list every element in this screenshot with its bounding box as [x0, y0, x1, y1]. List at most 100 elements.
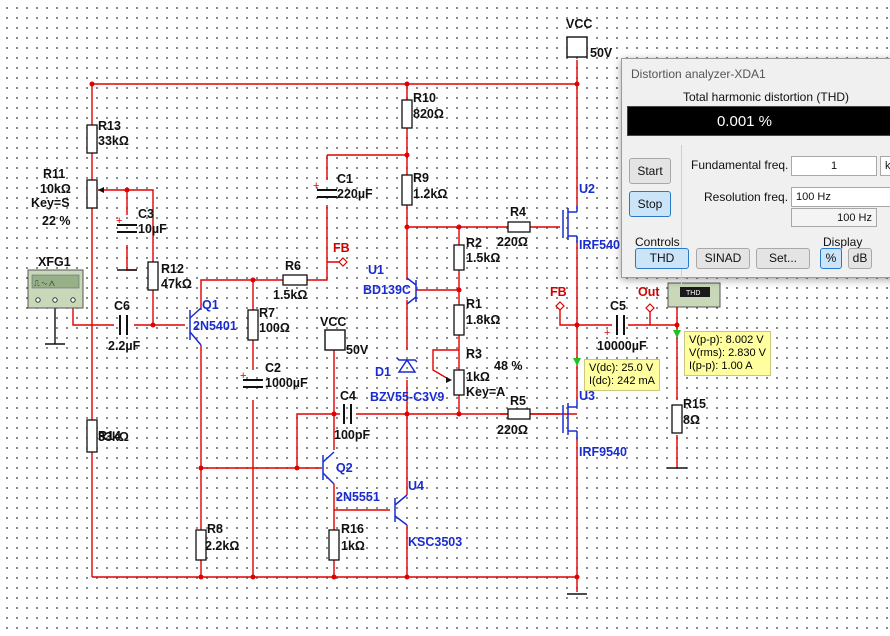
q1-ref: Q1	[202, 298, 219, 312]
svg-text:+: +	[604, 327, 610, 339]
r11-key: Key=S	[31, 196, 70, 210]
u2-part: IRF540	[579, 238, 620, 252]
resolution-freq-select[interactable]: 100 Hz	[791, 187, 890, 207]
svg-text:+: +	[240, 370, 246, 382]
set-button[interactable]: Set...	[756, 248, 810, 269]
display-label: Display	[823, 235, 863, 249]
thd-heading: Total harmonic distortion (THD)	[682, 90, 850, 104]
r12-value: 47kΩ	[161, 277, 192, 291]
r8-ref: R8	[207, 522, 223, 536]
panel-divider	[681, 145, 682, 285]
r15-value: 8Ω	[683, 413, 700, 427]
thd-button[interactable]: THD	[635, 248, 689, 269]
thd-reading-display: 0.001 %	[627, 106, 890, 136]
r2-value: 1.5kΩ	[466, 251, 500, 265]
vcc-top-value: 50V	[590, 46, 613, 60]
r7-body	[247, 309, 259, 341]
r8-body	[195, 529, 207, 561]
d1-part: BZV55-C3V9	[370, 390, 444, 404]
svg-text:+: +	[116, 215, 122, 227]
vcc-mid-symbol	[324, 329, 346, 351]
r9-value: 1.2kΩ	[413, 187, 447, 201]
c3-value: 10µF	[138, 222, 167, 236]
c2-ref: C2	[265, 361, 281, 375]
probe-dc-current: I(dc): 242 mA	[589, 375, 656, 387]
r3-ref: R3	[466, 347, 482, 361]
distortion-analyzer-window[interactable]: Distortion analyzer-XDA1 Total harmonic …	[621, 58, 890, 285]
c6-ref: C6	[114, 299, 130, 313]
db-button[interactable]: dB	[848, 248, 872, 269]
c4-ref: C4	[340, 389, 356, 403]
thd-block-label: THD	[686, 290, 700, 297]
resistors	[86, 99, 683, 561]
r8-value: 2.2kΩ	[205, 539, 239, 553]
start-button[interactable]: Start	[629, 158, 671, 184]
r13-body	[86, 124, 98, 154]
r5-ref: R5	[510, 394, 526, 408]
function-generator[interactable]: ⎍ ∿ ⋀	[27, 269, 84, 309]
r3-body	[453, 369, 465, 396]
u3-part: IRF9540	[579, 445, 627, 459]
r16-body	[328, 529, 340, 561]
r12-ref: R12	[161, 262, 184, 276]
r14-body	[86, 419, 98, 453]
probe-ac-vpp: V(p-p): 8.002 V	[689, 334, 764, 346]
zener-diode	[396, 357, 418, 373]
wires	[72, 60, 678, 592]
svg-text:+: +	[313, 180, 319, 192]
r16-ref: R16	[341, 522, 364, 536]
c2-value: 1000µF	[265, 376, 308, 390]
transistors	[189, 205, 578, 526]
resolution-freq-readout: 100 Hz	[791, 208, 877, 227]
probe-ac-readout: V(p-p): 8.002 V V(rms): 2.830 V I(p-p): …	[684, 331, 772, 376]
r10-ref: R10	[413, 91, 436, 105]
stop-button[interactable]: Stop	[629, 191, 671, 217]
r4-value: 220Ω	[497, 235, 528, 249]
u3-ref: U3	[579, 389, 595, 403]
c1-ref: C1	[337, 172, 353, 186]
q2-ref: Q2	[336, 461, 353, 475]
vcc-top-label: VCC	[566, 17, 592, 31]
svg-text:⎍ ∿ ⋀: ⎍ ∿ ⋀	[34, 279, 55, 288]
r9-ref: R9	[413, 171, 429, 185]
r4-ref: R4	[510, 205, 526, 219]
r15-body	[671, 404, 683, 434]
thd-probe-block[interactable]: THD	[667, 282, 721, 308]
out-label: Out	[638, 285, 660, 299]
r1-value: 1.8kΩ	[466, 313, 500, 327]
controls-label: Controls	[635, 235, 680, 249]
sinad-button[interactable]: SINAD	[696, 248, 750, 269]
r12-body	[147, 261, 159, 291]
r13-ref: R13	[98, 119, 121, 133]
r16-value: 1kΩ	[341, 539, 365, 553]
vcc-mid-label: VCC	[320, 315, 346, 329]
r14-ref: R14	[98, 429, 121, 443]
d1-ref: D1	[375, 365, 391, 379]
fundamental-unit-select[interactable]: k	[880, 156, 890, 176]
c4-value: 100pF	[334, 428, 370, 442]
fb-right-label: FB	[550, 285, 567, 299]
r3-value: 1kΩ	[466, 370, 490, 384]
vcc-top-symbol	[566, 36, 588, 58]
fundamental-freq-label: Fundamental freq.	[691, 158, 789, 172]
r2-body	[453, 244, 465, 271]
r15-ref: R15	[683, 397, 706, 411]
r11-ref: R11	[43, 167, 65, 181]
r1-ref: R1	[466, 297, 482, 311]
r10-value: 820Ω	[413, 107, 444, 121]
fb-left-label: FB	[333, 241, 350, 255]
fundamental-freq-input[interactable]: 1	[791, 156, 877, 176]
u4-part: KSC3503	[408, 535, 462, 549]
u1-ref: U1	[368, 263, 384, 277]
r4-body	[507, 221, 531, 233]
c1-value: 220µF	[337, 187, 373, 201]
r5-body	[507, 408, 531, 420]
u2-ref: U2	[579, 182, 595, 196]
r6-value: 1.5kΩ	[273, 288, 307, 302]
r7-value: 100Ω	[259, 321, 290, 335]
r13-value: 33kΩ	[98, 134, 129, 148]
r11-value: 10kΩ	[40, 182, 71, 196]
percent-button[interactable]: %	[820, 248, 842, 269]
r1-body	[453, 304, 465, 336]
